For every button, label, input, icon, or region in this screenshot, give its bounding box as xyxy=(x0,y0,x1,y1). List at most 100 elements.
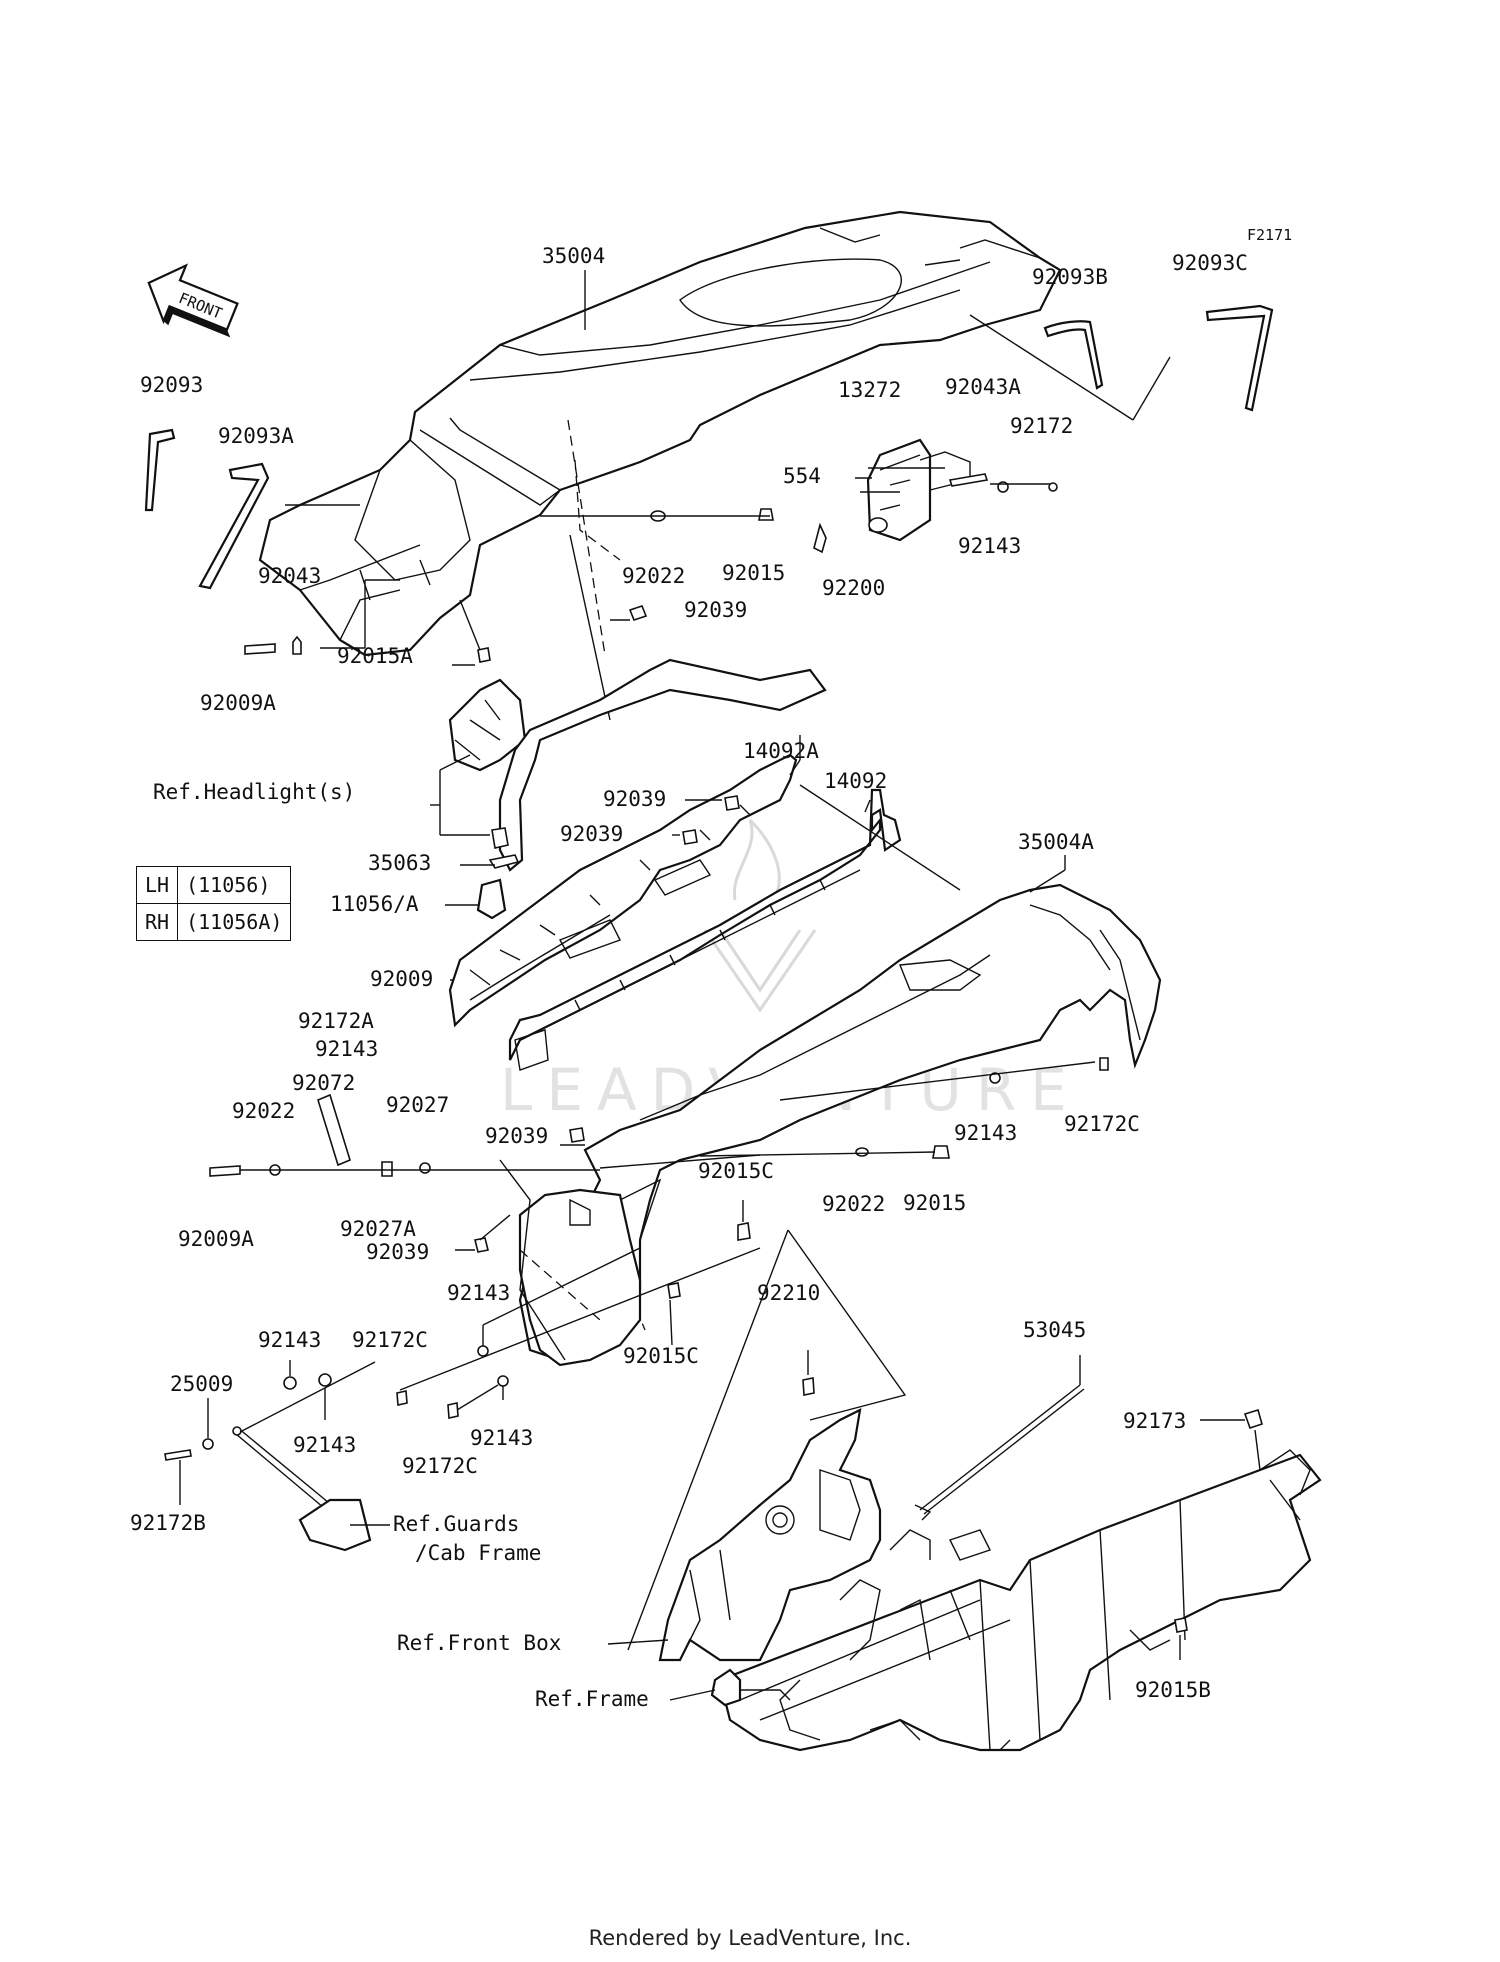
bracket-13272 xyxy=(866,438,971,542)
label-92093: 92093 xyxy=(140,373,203,397)
label-92143-l1: 92143 xyxy=(258,1328,321,1352)
label-92072: 92072 xyxy=(292,1071,355,1095)
table-cell-side: LH xyxy=(135,866,179,904)
ref-guards-2: /Cab Frame xyxy=(415,1541,541,1565)
rod-53045 xyxy=(914,1384,1085,1521)
side-panel-14092A xyxy=(448,753,798,1028)
label-92172A: 92172A xyxy=(298,1009,374,1033)
guide-lines xyxy=(499,1159,566,1361)
table-row: LH (11056) xyxy=(135,866,292,904)
ref-frame: Ref.Frame xyxy=(535,1687,649,1711)
nut-92015C-b xyxy=(667,1282,681,1299)
label-92043: 92043 xyxy=(258,564,321,588)
label-92015C-a: 92015C xyxy=(698,1159,774,1183)
label-35063: 35063 xyxy=(368,851,431,875)
label-92015-r: 92015 xyxy=(903,1191,966,1215)
label-92027A: 92027A xyxy=(340,1217,416,1241)
label-554: 554 xyxy=(783,464,821,488)
label-92015C-b: 92015C xyxy=(623,1344,699,1368)
label-92009: 92009 xyxy=(370,967,433,991)
label-92093B: 92093B xyxy=(1032,265,1108,289)
label-53045: 53045 xyxy=(1023,1318,1086,1342)
label-92027: 92027 xyxy=(386,1093,449,1117)
label-92022-top: 92022 xyxy=(622,564,685,588)
label-92200: 92200 xyxy=(822,576,885,600)
clip-92210 xyxy=(802,1377,815,1396)
washer-92143-c2 xyxy=(497,1375,509,1387)
ref-guards-1: Ref.Guards xyxy=(393,1512,519,1536)
headlight-bracket-assembly xyxy=(448,658,827,872)
plate-92072 xyxy=(317,1093,351,1167)
front-box-guide xyxy=(627,1229,907,1651)
label-92093A: 92093A xyxy=(218,424,294,448)
label-35004: 35004 xyxy=(542,244,605,268)
label-92093C: 92093C xyxy=(1172,251,1248,275)
rivet-92039-top xyxy=(628,605,648,621)
trim-92093 xyxy=(144,428,176,512)
label-14092A: 14092A xyxy=(743,739,819,763)
rivet-92039-l xyxy=(474,1237,489,1253)
washer-92143-r xyxy=(989,1072,1001,1084)
bolt-92009A-l xyxy=(209,1165,241,1177)
label-92172C-r: 92172C xyxy=(1064,1112,1140,1136)
label-92039-l: 92039 xyxy=(366,1240,429,1264)
rivet-92039-m3 xyxy=(569,1127,585,1143)
label-92173: 92173 xyxy=(1123,1409,1186,1433)
bracket-11056 xyxy=(476,878,507,920)
hood-35004 xyxy=(258,210,1062,657)
screw-92172-top xyxy=(1048,482,1058,492)
label-14092: 14092 xyxy=(824,769,887,793)
screw-92172C-c xyxy=(447,1402,459,1419)
label-11056A: 11056/A xyxy=(330,892,419,916)
washer-92143-c xyxy=(477,1345,489,1357)
screw-92172C-r xyxy=(1099,1057,1109,1071)
label-92015-top: 92015 xyxy=(722,561,785,585)
collar-92027A xyxy=(381,1161,393,1177)
trim-92093C xyxy=(1205,304,1274,412)
label-92009A-top: 92009A xyxy=(200,691,276,715)
front-box xyxy=(658,1408,882,1662)
rivet-92039-m2 xyxy=(682,829,698,845)
figure-code: F2171 xyxy=(1247,226,1292,244)
bolt-92043A xyxy=(948,473,989,487)
label-92210: 92210 xyxy=(757,1281,820,1305)
label-92022-r: 92022 xyxy=(822,1192,885,1216)
screw-92172C-l xyxy=(396,1390,408,1406)
label-92043A: 92043A xyxy=(945,375,1021,399)
clip-554-part xyxy=(813,522,827,554)
label-92039-m3: 92039 xyxy=(485,1124,548,1148)
label-92143-r: 92143 xyxy=(954,1121,1017,1145)
table-cell-side: RH xyxy=(135,903,179,941)
trim-92093B xyxy=(1043,320,1104,390)
washer-92022-r xyxy=(855,1147,869,1157)
trim-92093A xyxy=(198,462,270,590)
label-13272: 13272 xyxy=(838,378,901,402)
washer-92043 xyxy=(292,635,302,655)
front-direction-arrow: FRONT xyxy=(147,263,239,338)
washer-25009 xyxy=(202,1438,214,1450)
stay-bracket-left xyxy=(232,1426,372,1552)
label-92172C-c: 92172C xyxy=(402,1454,478,1478)
label-35004A: 35004A xyxy=(1018,830,1094,854)
nut-92015B xyxy=(1174,1617,1188,1633)
washer-92143-l1 xyxy=(283,1376,297,1390)
side-part-table: LH (11056) RH (11056A) xyxy=(135,866,292,941)
bolt-92009A-top xyxy=(244,643,276,655)
label-92143-m: 92143 xyxy=(315,1037,378,1061)
label-92039-m2: 92039 xyxy=(560,822,623,846)
label-92039-top: 92039 xyxy=(684,598,747,622)
ref-front-box: Ref.Front Box xyxy=(397,1631,561,1655)
part-labels: 35004 92093B 92093C 92093 92093A 13272 9… xyxy=(130,244,1248,1711)
table-row: RH (11056A) xyxy=(135,903,292,941)
footer-credit: Rendered by LeadVenture, Inc. xyxy=(588,1926,912,1950)
label-92172: 92172 xyxy=(1010,414,1073,438)
screw-92172B xyxy=(164,1449,192,1461)
nut-92015C-a xyxy=(737,1222,751,1241)
label-92009A-l: 92009A xyxy=(178,1227,254,1251)
leader-hood-strip xyxy=(969,314,1134,421)
label-25009: 25009 xyxy=(170,1372,233,1396)
label-92143-top: 92143 xyxy=(958,534,1021,558)
nut-92015A xyxy=(477,647,491,663)
label-92172C-l: 92172C xyxy=(352,1328,428,1352)
label-92022-l: 92022 xyxy=(232,1099,295,1123)
